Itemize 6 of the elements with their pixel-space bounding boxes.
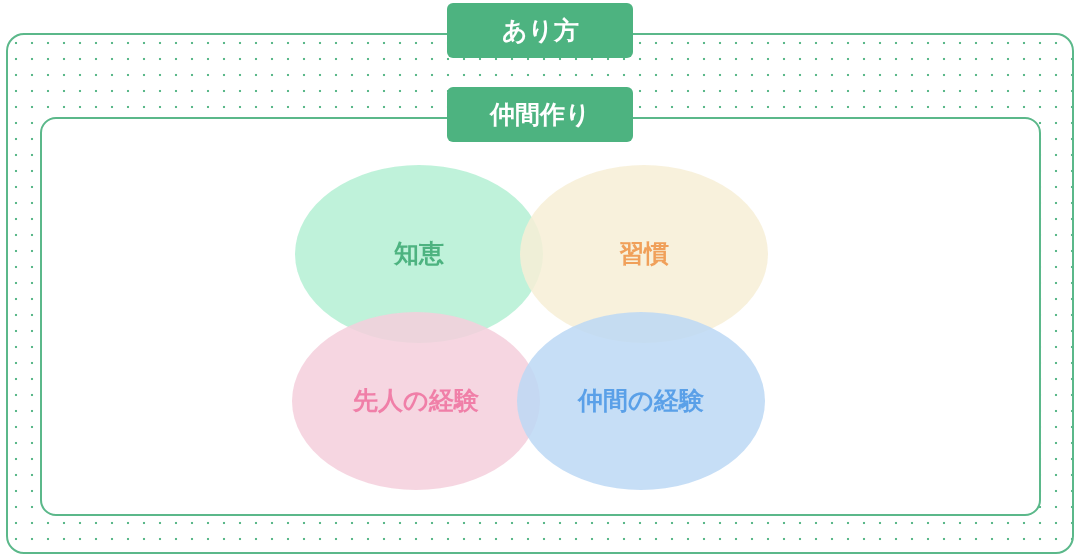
ellipse-label: 習慣 — [619, 238, 669, 271]
title-badge: 仲間作り — [447, 87, 633, 142]
ellipse-label: 仲間の経験 — [578, 385, 704, 418]
ellipse-label: 先人の経験 — [353, 385, 479, 418]
ellipse-label: 知恵 — [394, 238, 444, 271]
title-badge: あり方 — [447, 3, 633, 58]
